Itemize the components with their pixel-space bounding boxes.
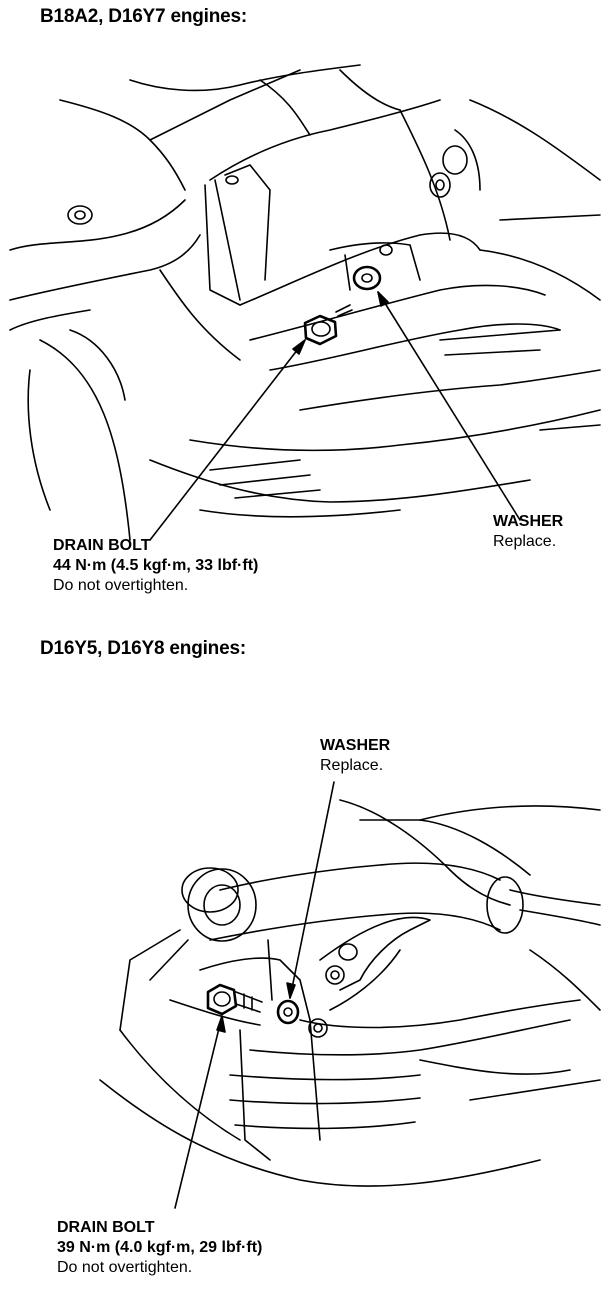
drain-bolt-note-2: Do not overtighten.	[57, 1259, 193, 1276]
drain-bolt-1	[303, 304, 353, 346]
washer-note-2: Replace.	[320, 757, 384, 774]
washer-title-2: WASHER	[320, 737, 391, 754]
drain-bolt-torque-2: 39 N·m (4.0 kgf·m, 29 lbf·ft)	[57, 1239, 263, 1256]
drain-bolt-note-1: Do not overtighten.	[53, 577, 189, 594]
drain-bolt-leader-2	[174, 1015, 223, 1209]
drain-bolt-torque-1: 44 N·m (4.5 kgf·m, 33 lbf·ft)	[53, 557, 259, 574]
drain-bolt-label-1: DRAIN BOLT 44 N·m (4.5 kgf·m, 33 lbf·ft)…	[53, 536, 258, 596]
drain-bolt-label-2: DRAIN BOLT 39 N·m (4.0 kgf·m, 29 lbf·ft)…	[57, 1218, 262, 1278]
engine-oil-pan-drawing-1	[9, 64, 601, 541]
washer-leader-2	[289, 781, 335, 999]
drain-bolt-title-2: DRAIN BOLT	[57, 1219, 155, 1236]
drain-bolt-2	[206, 983, 263, 1016]
washer-2	[276, 999, 300, 1025]
section-1-heading: B18A2, D16Y7 engines:	[40, 6, 247, 27]
washer-leader-1	[377, 291, 521, 521]
washer-title-1: WASHER	[493, 513, 564, 530]
engine-oil-pan-drawing-2	[99, 781, 601, 1209]
washer-label-2: WASHER Replace.	[320, 736, 390, 776]
washer-note-1: Replace.	[493, 533, 557, 550]
section-2-heading: D16Y5, D16Y8 engines:	[40, 638, 246, 659]
drain-bolt-title-1: DRAIN BOLT	[53, 537, 151, 554]
washer-1	[352, 265, 382, 291]
drain-bolt-leader-1	[149, 339, 306, 541]
washer-label-1: WASHER Replace.	[493, 512, 563, 552]
